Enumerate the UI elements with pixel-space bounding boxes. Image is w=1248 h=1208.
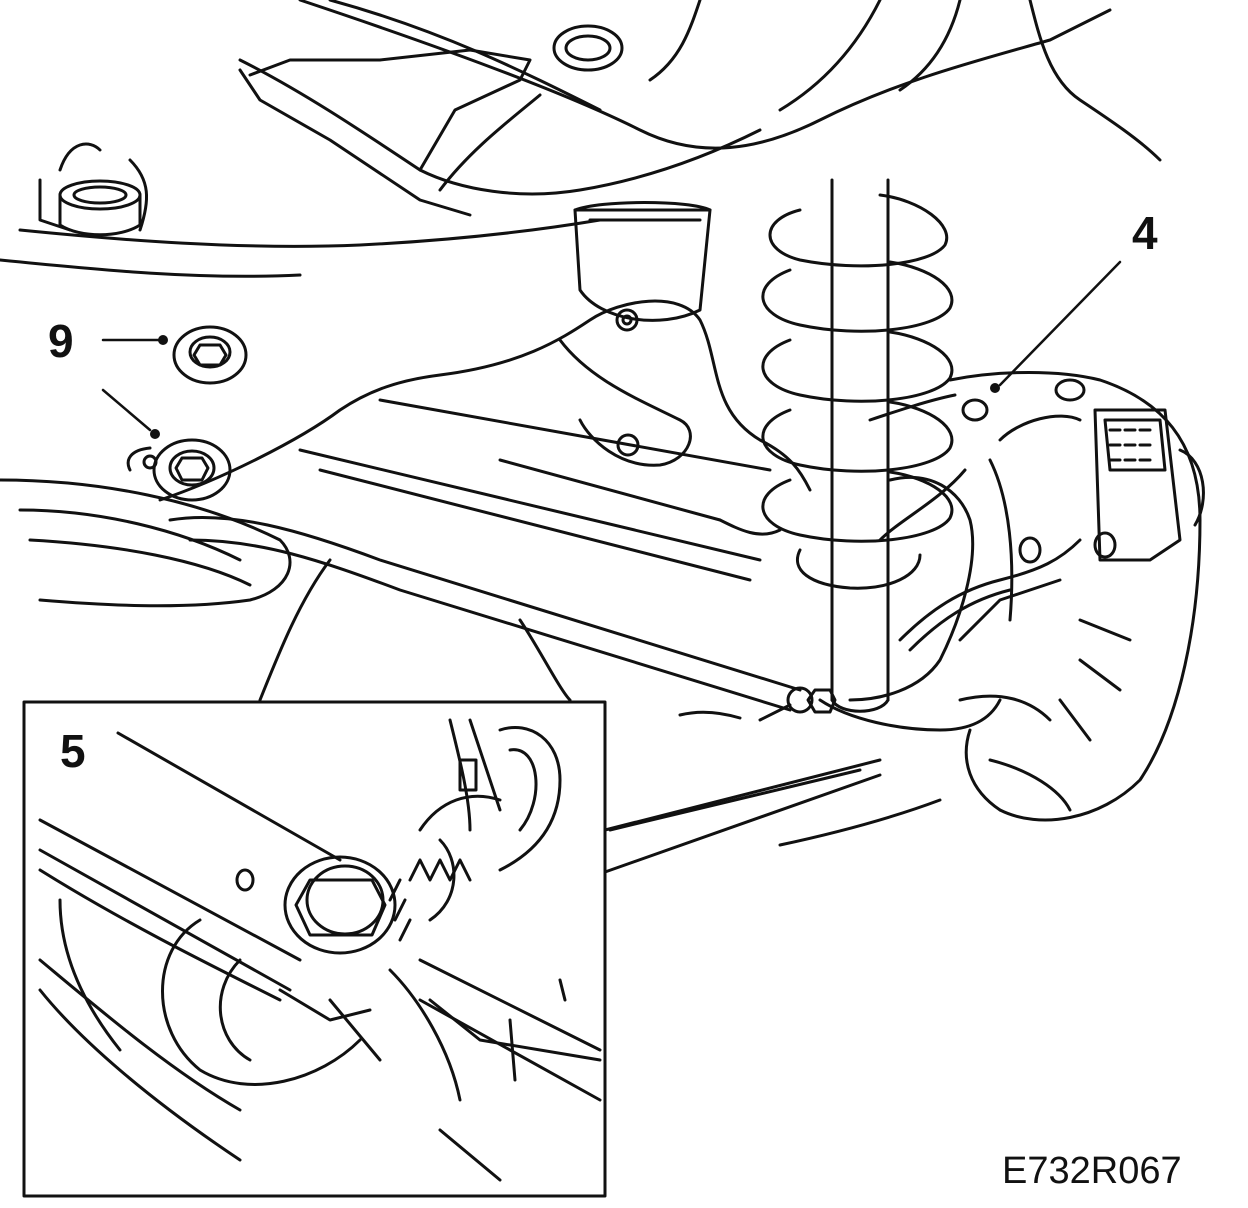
wheel-hub: [948, 371, 1205, 822]
callout-5-label: 5: [60, 725, 86, 777]
figure-code: E732R067: [1002, 1150, 1182, 1192]
bushing-upper: [172, 325, 248, 385]
underbody-contours: [0, 0, 1162, 608]
coil-spring: [761, 193, 954, 590]
inset-detail: [38, 718, 602, 1182]
upper-mount-bolt: [58, 179, 142, 237]
leader-dots: [150, 335, 1000, 439]
shock-absorber: [830, 178, 890, 713]
leader-lines: [101, 260, 1122, 432]
bushing-lower: [126, 438, 232, 502]
callout-9-label: 9: [48, 315, 74, 367]
subframe-bracket: [558, 201, 712, 467]
knuckle: [758, 393, 1082, 732]
trailing-arm: [158, 299, 812, 712]
inset-connector: [603, 758, 882, 874]
callout-4-label: 4: [1132, 207, 1158, 259]
